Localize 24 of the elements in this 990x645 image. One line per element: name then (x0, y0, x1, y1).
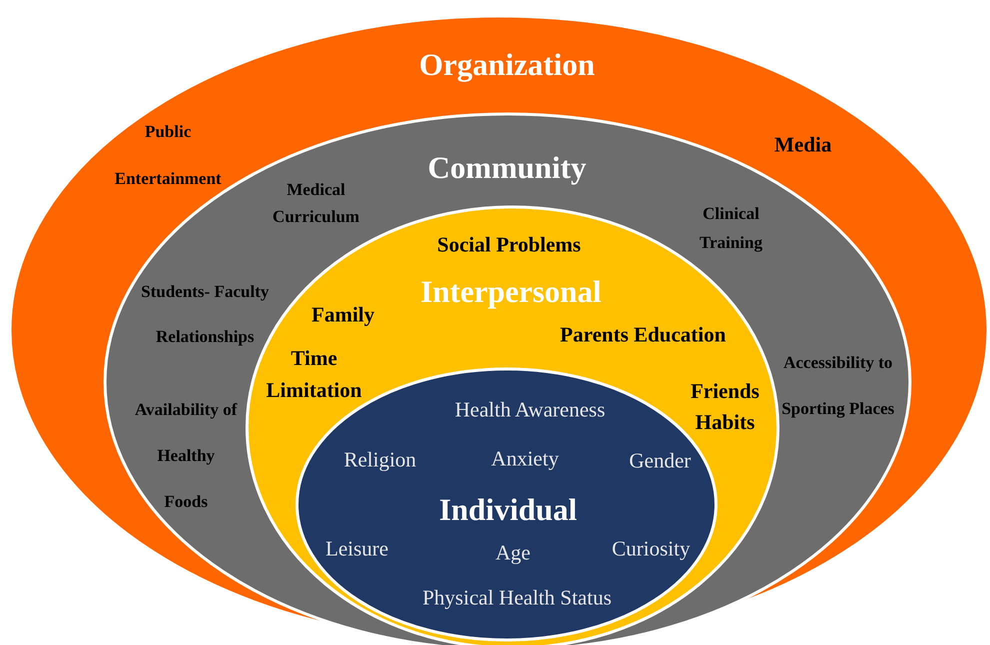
factor-label: Physical Health Status (422, 586, 612, 610)
layer-title: Organization (419, 47, 595, 83)
factor-label: Age (496, 540, 530, 566)
factor-label: Health Awareness (454, 398, 606, 422)
factor-label: Time Limitation (265, 345, 363, 404)
factor-label: Public Entertainment (114, 121, 222, 190)
factor-label: Gender (629, 448, 691, 474)
factor-label: Friends Habits (690, 378, 760, 436)
factor-label: Family (312, 302, 374, 328)
factor-label: Availability of Healthy Foods (134, 399, 238, 513)
factor-label: Anxiety (491, 446, 559, 472)
factor-label: Social Problems (437, 232, 581, 258)
factor-label: Leisure (326, 536, 388, 562)
factor-label: Parents Education (560, 322, 726, 348)
layer-title: Community (428, 150, 586, 186)
factor-label: Students- Faculty Relationships (140, 281, 270, 348)
factor-label: Accessibility to Sporting Places (780, 352, 896, 420)
layer-title: Interpersonal (420, 274, 602, 310)
layer-title: Individual (439, 492, 577, 528)
factor-label: Curiosity (612, 536, 690, 562)
factor-label: Media (774, 132, 832, 158)
factor-label: Medical Curriculum (272, 179, 360, 228)
factor-label: Religion (344, 448, 416, 472)
factor-label: Clinical Training (698, 203, 764, 254)
